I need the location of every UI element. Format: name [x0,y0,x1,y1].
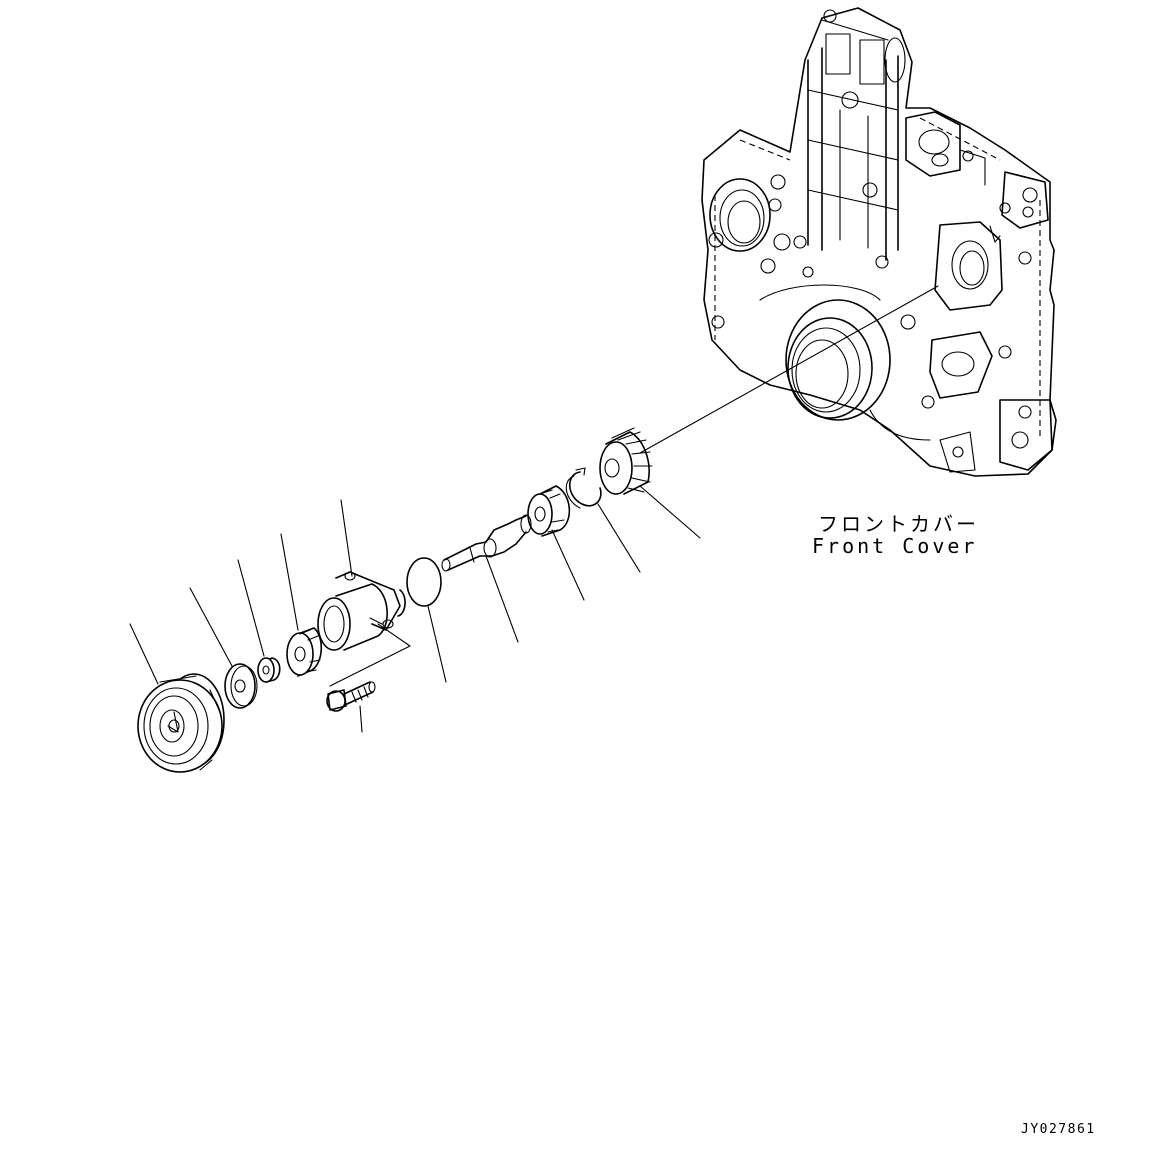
pulley [137,673,225,773]
spacer-collar [257,657,281,683]
shaft-housing [317,571,406,651]
idler-gear [599,427,653,495]
shaft [441,514,532,572]
front-cover-label-en: Front Cover [812,534,978,558]
washer [224,663,258,709]
drawing-code: JY027861 [1021,1122,1096,1137]
bearing-left [286,627,323,677]
front-cover-housing [701,7,1057,477]
callout-leaders [129,485,701,733]
bearing-right [527,485,571,537]
snap-ring [565,467,602,509]
front-cover-label-jp: フロントカバー [818,512,979,536]
bolt [326,681,376,712]
o-ring [406,557,442,607]
gear-to-cover-leader [639,285,939,454]
